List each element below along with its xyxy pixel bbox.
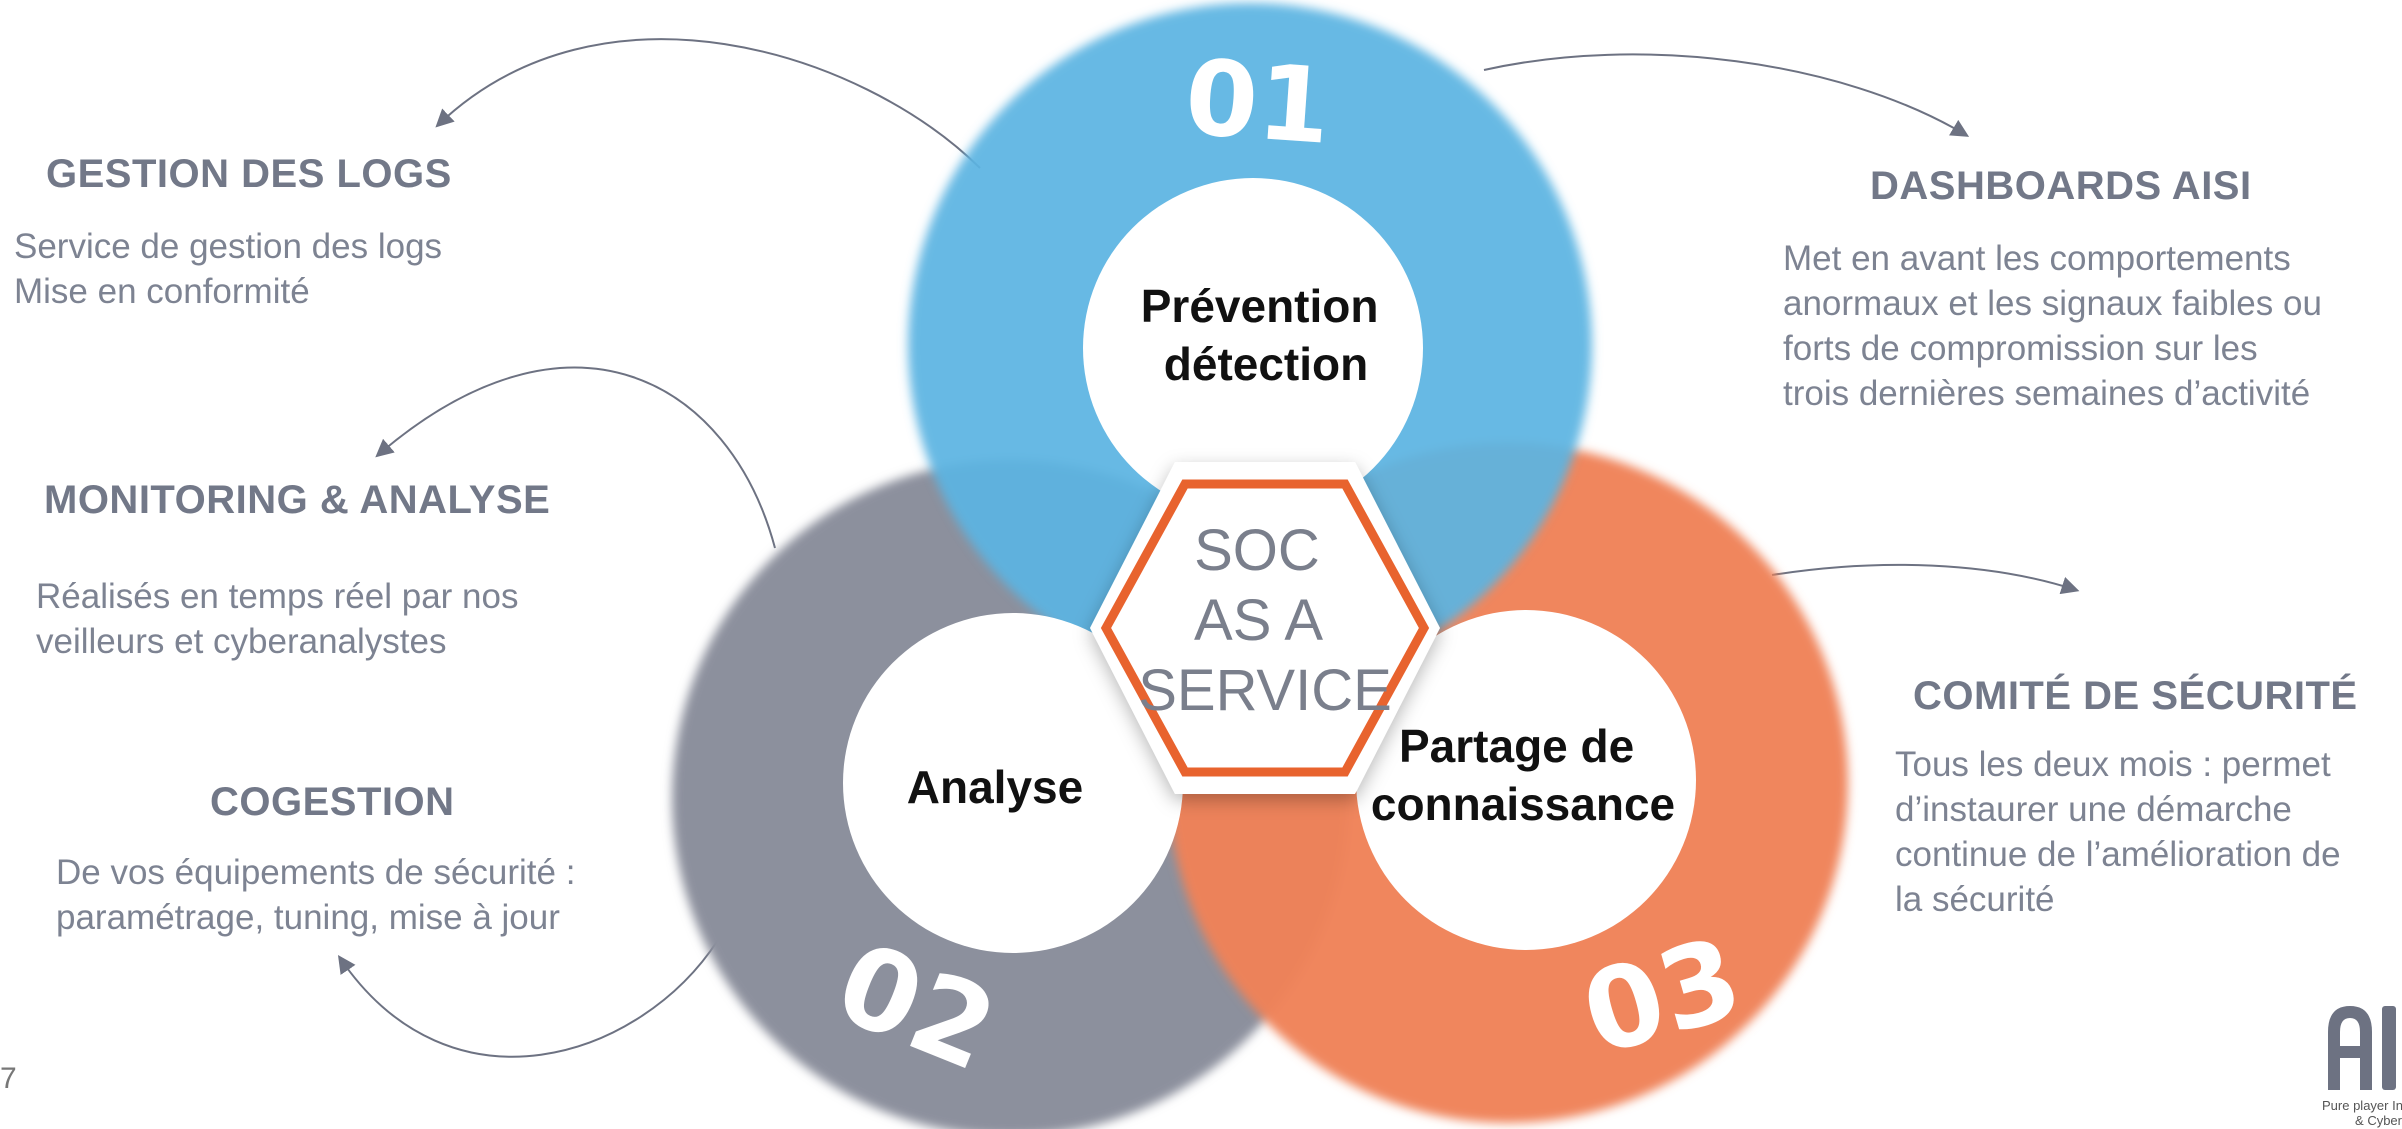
company-logo <box>2328 1006 2396 1090</box>
comite-line-4: la sécurité <box>1895 880 2055 919</box>
center-title: SOC AS A SERVICE <box>1138 518 1392 723</box>
arrow-to-gestion-logs <box>435 38 981 169</box>
arrow-to-cogestion <box>337 939 719 1058</box>
ring-01-label-line-2: détection <box>1164 338 1368 390</box>
ring-01-hole <box>1083 178 1423 518</box>
logo-caption-line-2: & Cyber <box>2355 1113 2402 1128</box>
center-hexagon: SOC AS A SERVICE <box>1090 462 1440 794</box>
cogestion-line-2: paramétrage, tuning, mise à jour <box>56 898 560 937</box>
ring-03-label-line-1: Partage de <box>1399 720 1634 772</box>
hexagon-white-plate <box>1090 462 1440 794</box>
gestion-logs-text: Service de gestion des logs Mise en conf… <box>14 224 442 314</box>
logo-caption: Pure player In & Cyber <box>2322 1098 2402 1128</box>
comite-line-3: continue de l’amélioration de <box>1895 835 2341 874</box>
gestion-logs-line-2: Mise en conformité <box>14 272 310 311</box>
comite-line-1: Tous les deux mois : permet <box>1895 745 2331 784</box>
logo-i-shape <box>2382 1006 2396 1090</box>
page-number: 7 <box>0 1062 17 1095</box>
ring-02-hole <box>843 613 1183 953</box>
ring-01-label: Prévention détection <box>1141 280 1392 390</box>
gestion-logs-line-1: Service de gestion des logs <box>14 227 443 266</box>
center-title-line-1: SOC <box>1194 518 1320 583</box>
dashboards-text: Met en avant les comportements anormaux … <box>1783 236 2322 416</box>
hexagon-accent-outline <box>1100 479 1430 777</box>
monitoring-heading: MONITORING & ANALYSE <box>44 478 551 522</box>
arrow-to-monitoring <box>375 366 776 549</box>
connector-arrows <box>337 38 2080 1058</box>
logo-a-shape <box>2328 1006 2372 1090</box>
ring-01-label-line-1: Prévention <box>1141 280 1379 332</box>
arrow-to-comite <box>1771 563 2080 595</box>
ring-03-label: Partage de connaissance <box>1371 720 1675 830</box>
cogestion-text: De vos équipements de sécurité : paramét… <box>56 850 575 940</box>
center-title-line-2: AS A <box>1194 588 1323 653</box>
comite-text: Tous les deux mois : permet d’instaurer … <box>1895 742 2341 922</box>
logo-caption-line-1: Pure player In <box>2322 1098 2402 1113</box>
center-title-line-3: SERVICE <box>1138 658 1392 723</box>
comite-line-2: d’instaurer une démarche <box>1895 790 2292 829</box>
arrow-to-dashboards <box>1483 53 1970 137</box>
dashboards-line-1: Met en avant les comportements <box>1783 239 2291 278</box>
ring-03-hole <box>1356 610 1696 950</box>
ring-02-label: Analyse <box>907 761 1083 813</box>
comite-heading: COMITÉ DE SÉCURITÉ <box>1913 674 2358 718</box>
dashboards-heading: DASHBOARDS AISI <box>1870 164 2252 208</box>
dashboards-line-3: forts de compromission sur les <box>1783 329 2258 368</box>
monitoring-text: Réalisés en temps réel par nos veilleurs… <box>36 574 518 664</box>
ring-01-number: 01 <box>1181 36 1334 168</box>
dashboards-line-4: trois dernières semaines d’activité <box>1783 374 2311 413</box>
ring-03-label-line-2: connaissance <box>1371 778 1675 830</box>
cogestion-heading: COGESTION <box>210 780 455 824</box>
monitoring-line-1: Réalisés en temps réel par nos <box>36 577 519 616</box>
ring-02-label-line-1: Analyse <box>907 761 1083 813</box>
cogestion-line-1: De vos équipements de sécurité : <box>56 853 576 892</box>
rings <box>672 3 1848 1129</box>
monitoring-line-2: veilleurs et cyberanalystes <box>36 622 447 661</box>
gestion-logs-heading: GESTION DES LOGS <box>46 152 452 196</box>
dashboards-line-2: anormaux et les signaux faibles ou <box>1783 284 2322 323</box>
